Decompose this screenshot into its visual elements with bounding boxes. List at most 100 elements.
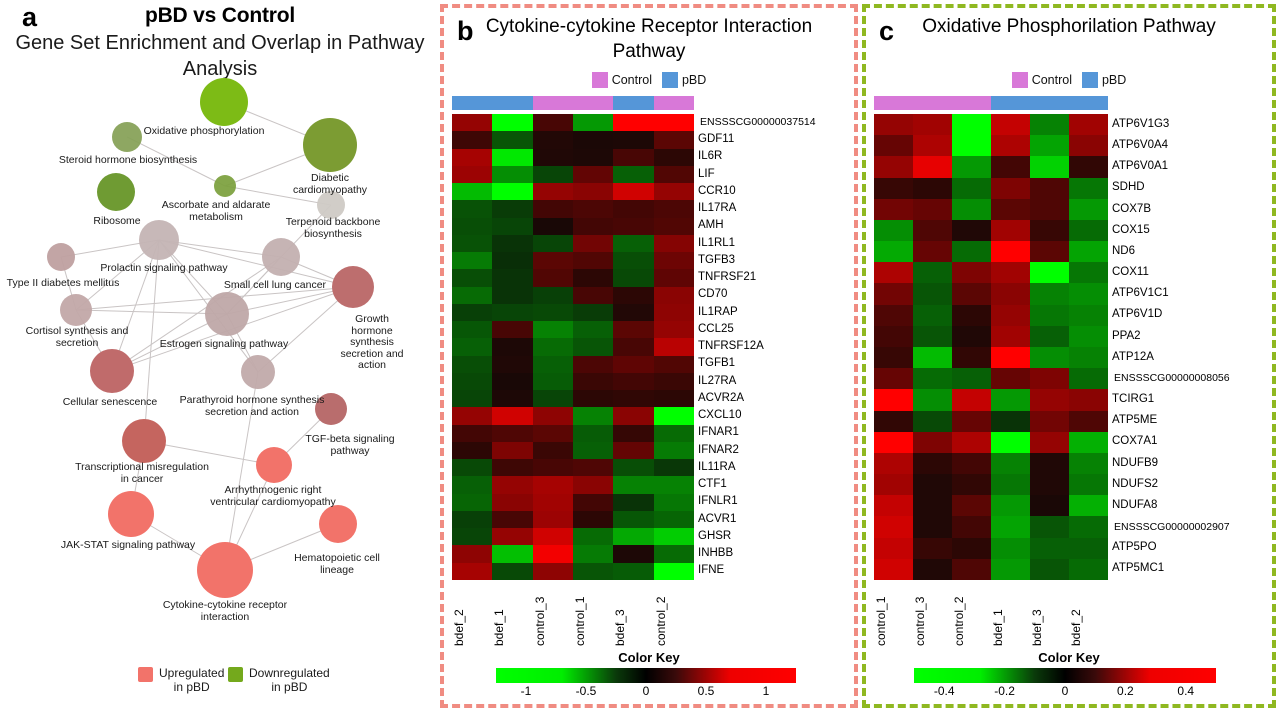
heatmap-cell bbox=[653, 338, 694, 356]
network-node-arvc[interactable] bbox=[256, 447, 292, 483]
network-node-transcript[interactable] bbox=[122, 419, 166, 463]
heatmap-cell bbox=[613, 407, 654, 425]
heatmap-cell bbox=[952, 262, 991, 284]
network-node-prolactin[interactable] bbox=[139, 220, 179, 260]
panel-a-title-sub: Gene Set Enrichment and Overlap in Pathw… bbox=[15, 32, 425, 80]
heatmap-cell bbox=[1069, 368, 1108, 390]
network-node-senescence[interactable] bbox=[90, 349, 134, 393]
group-legend-label: Control bbox=[611, 73, 652, 87]
heatmap-cell bbox=[991, 516, 1030, 538]
heatmap-cell bbox=[492, 441, 533, 460]
heatmap-cell bbox=[653, 321, 694, 339]
gene-label: CD70 bbox=[698, 288, 728, 301]
network-node-parathyroid[interactable] bbox=[241, 355, 275, 389]
heatmap-cell bbox=[1030, 431, 1069, 453]
heatmap-cell bbox=[1069, 452, 1108, 475]
network-node-diabcardio[interactable] bbox=[303, 118, 357, 172]
heatmap-cell bbox=[874, 325, 913, 347]
gene-label: ATP12A bbox=[1112, 350, 1154, 363]
heatmap-cell bbox=[572, 165, 614, 184]
heatmap-cell bbox=[952, 368, 991, 390]
heatmap-cell bbox=[1069, 516, 1108, 538]
network-node-estrogen[interactable] bbox=[205, 292, 249, 336]
gene-label: ATP5MC1 bbox=[1112, 562, 1165, 575]
heatmap-cell bbox=[653, 200, 694, 218]
heatmap-cell bbox=[874, 537, 913, 559]
heatmap-cell bbox=[874, 262, 913, 284]
heatmap-cell bbox=[913, 410, 952, 432]
network-node-ascorbate[interactable] bbox=[214, 175, 236, 197]
heatmap-cell bbox=[613, 200, 654, 218]
heatmap-cell bbox=[874, 452, 913, 475]
heatmap-cell bbox=[1069, 346, 1108, 369]
heatmap-cell bbox=[532, 165, 573, 184]
heatmap-cell bbox=[913, 325, 952, 347]
heatmap-cell bbox=[1069, 537, 1108, 559]
heatmap-cell bbox=[452, 131, 493, 149]
heatmap-cell bbox=[572, 528, 614, 546]
network-node-cortisol[interactable] bbox=[60, 294, 92, 326]
heatmap-cell bbox=[1069, 389, 1108, 411]
heatmap-cell bbox=[492, 252, 533, 270]
group-legend-label: pBD bbox=[681, 73, 707, 87]
network-node-jakstat[interactable] bbox=[108, 491, 154, 537]
network-node-ribosome[interactable] bbox=[97, 173, 135, 211]
heatmap-cell bbox=[1030, 410, 1069, 432]
gene-label: ATP5PO bbox=[1112, 541, 1157, 554]
heatmap-cell bbox=[452, 459, 493, 477]
heatmap-cell bbox=[991, 537, 1030, 559]
heatmap-cell bbox=[991, 198, 1030, 220]
heatmap-cell bbox=[653, 390, 694, 408]
legend-label: Downregulated in pBD bbox=[249, 666, 330, 694]
sample-annotation-cell bbox=[653, 96, 694, 110]
color-key-tick: 0.5 bbox=[697, 684, 715, 698]
heatmap-cell bbox=[874, 558, 913, 580]
heatmap-cell bbox=[874, 241, 913, 263]
heatmap-cell bbox=[572, 200, 614, 218]
heatmap-cell bbox=[613, 441, 654, 460]
network-node-growthhorm[interactable] bbox=[332, 266, 374, 308]
heatmap-cell bbox=[452, 441, 493, 460]
gene-label: IL1RL1 bbox=[698, 236, 736, 249]
heatmap-cell bbox=[532, 528, 573, 546]
network-node-smallcell[interactable] bbox=[262, 238, 300, 276]
network-node-oxphos[interactable] bbox=[200, 78, 248, 126]
heatmap-cell bbox=[613, 476, 654, 494]
heatmap-cell bbox=[572, 148, 614, 166]
network-node-tgfbeta[interactable] bbox=[315, 393, 347, 425]
gene-label: ND6 bbox=[1112, 244, 1136, 257]
heatmap-cell bbox=[492, 286, 533, 304]
gene-label: TGFB3 bbox=[698, 253, 736, 266]
network-node-cytokine[interactable] bbox=[197, 542, 253, 598]
group-color-swatch bbox=[1081, 72, 1098, 88]
heatmap-cell bbox=[452, 321, 493, 339]
gene-label: TNFRSF21 bbox=[698, 271, 757, 284]
network-node-terpenoid[interactable] bbox=[317, 191, 345, 219]
heatmap-cell bbox=[1030, 346, 1069, 369]
network-edge bbox=[143, 239, 160, 442]
network-node-hematopo[interactable] bbox=[319, 505, 357, 543]
gene-label: GHSR bbox=[698, 529, 732, 542]
column-label: bdef_2 bbox=[1068, 609, 1083, 646]
heatmap-cell bbox=[1030, 114, 1069, 136]
heatmap-cell bbox=[532, 234, 573, 253]
heatmap-cell bbox=[613, 131, 654, 149]
heatmap-cell bbox=[653, 114, 694, 132]
group-legend-entry: Control bbox=[1011, 72, 1072, 88]
heatmap-cell bbox=[572, 562, 614, 580]
gene-label: LIF bbox=[698, 167, 715, 180]
heatmap-cell bbox=[1030, 368, 1069, 390]
heatmap-cell bbox=[991, 452, 1030, 475]
gene-label: COX15 bbox=[1112, 223, 1150, 236]
heatmap-cell bbox=[653, 234, 694, 253]
heatmap-cell bbox=[1069, 410, 1108, 432]
heatmap-cell bbox=[492, 459, 533, 477]
heatmap-cell bbox=[452, 286, 493, 304]
gene-label: ATP6V0A1 bbox=[1112, 160, 1169, 173]
network-node-steroid[interactable] bbox=[112, 122, 142, 152]
network-node-typeii[interactable] bbox=[47, 243, 75, 271]
panel-a-legend-item-upregulated: Upregulated in pBD bbox=[138, 666, 224, 694]
group-legend-label: Control bbox=[1031, 73, 1072, 87]
heatmap-cell bbox=[952, 410, 991, 432]
